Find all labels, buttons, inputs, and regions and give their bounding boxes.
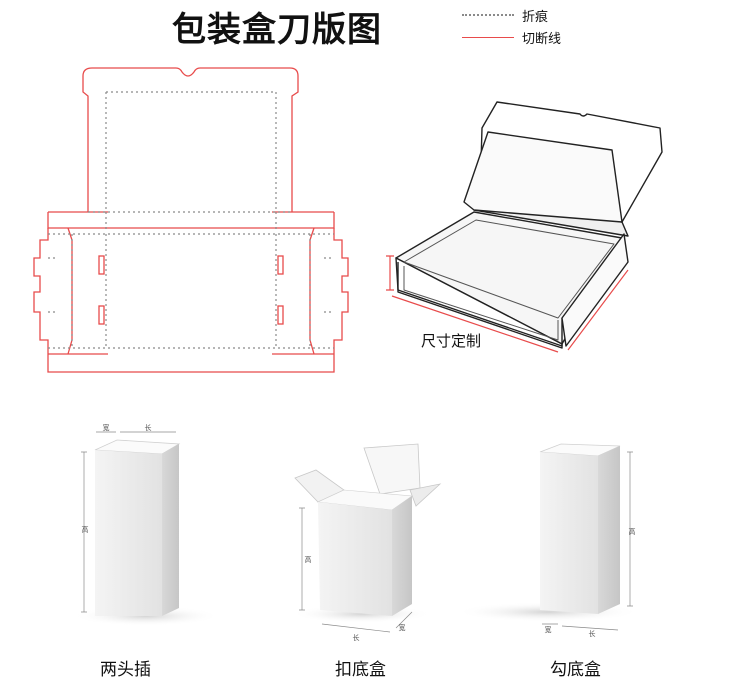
hook-length-label: 长 [589,629,596,638]
double-tuck-box-illustration: 高 宽 长 [72,423,220,626]
legend-fold: 折痕 [462,6,561,25]
hook-height-label: 高 [629,527,636,536]
fold-line-swatch [462,14,514,16]
legend: 折痕 切断线 [462,6,561,50]
buckle-height-label: 高 [305,555,312,564]
buckle-bottom-box-illustration: 高 长 宽 [292,443,442,642]
cut-label: 切断线 [522,31,562,47]
cut-line-swatch [462,36,514,38]
buckle-width-label: 宽 [399,623,406,632]
buckle-bottom-box-name: 扣底盒 [335,660,386,680]
mailer-box-caption: 尺寸定制 [421,332,482,350]
double-tuck-width-label: 宽 [103,423,110,432]
mailer-box-illustration [386,101,663,353]
double-tuck-height-label: 高 [82,525,89,534]
page-title: 包装盒刀版图 [172,10,382,50]
buckle-length-label: 长 [353,633,360,642]
fold-label: 折痕 [522,9,549,25]
cut-lines [33,67,349,373]
legend-cut: 切断线 [462,28,562,47]
double-tuck-length-label: 长 [145,423,152,432]
dieline-diagram [33,67,349,373]
hook-bottom-box-illustration: 高 宽 长 [456,443,640,638]
dimension-lines [386,255,629,353]
hook-width-label: 宽 [545,625,552,634]
hook-bottom-box-name: 勾底盒 [550,660,601,680]
fold-lines [48,91,334,349]
double-tuck-box-name: 两头插 [100,660,151,680]
